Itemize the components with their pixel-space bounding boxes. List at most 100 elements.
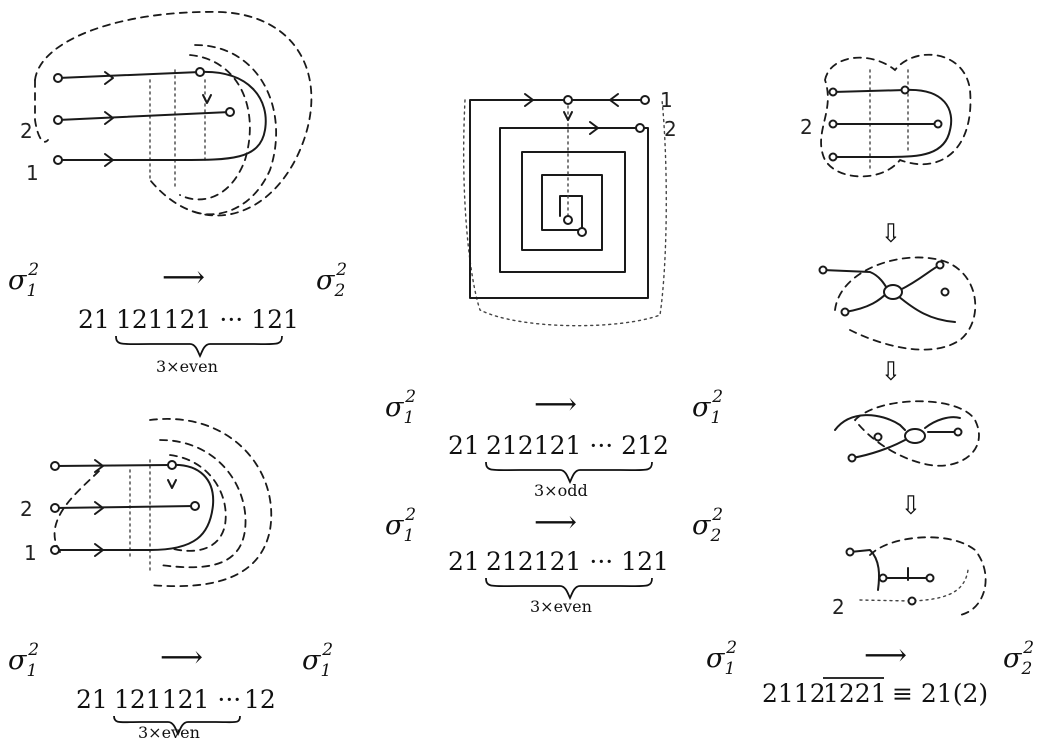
p4-s1-node-e xyxy=(933,119,943,129)
p2-dashed-left xyxy=(53,469,101,553)
p3-r1-word-braced: 212121 ··· 212 xyxy=(486,431,669,460)
p1-node-b xyxy=(53,115,63,125)
p4-s2-strand-1 xyxy=(822,269,889,291)
panel-4-stage-3 xyxy=(834,400,980,467)
p4-s2-strand-2 xyxy=(844,291,889,313)
panel-4-stage-2 xyxy=(818,256,977,351)
p2-node-b xyxy=(50,503,60,513)
p1-node-a xyxy=(53,73,63,83)
p3-r2-to-sigma: σ22 xyxy=(692,505,723,546)
p4-s2-strand-3 xyxy=(899,264,941,291)
p3-node-b xyxy=(563,95,573,105)
p4-s1-strand-label-2: 2 xyxy=(800,115,813,139)
p3-node-a xyxy=(640,95,650,105)
p4-s3-node-c xyxy=(953,427,963,437)
p3-arrowhead-3 xyxy=(589,121,599,135)
p3-r2-brace xyxy=(485,577,653,601)
p4-s2-node-c xyxy=(935,260,945,270)
p1-strand-loop xyxy=(57,70,267,161)
p1-node-c xyxy=(53,155,63,165)
panel-4-caption: σ12 ⟶ σ22 2112 1221 ≡ 21(2) xyxy=(706,638,1034,708)
p2-brace-label: 3×even xyxy=(138,723,200,742)
p4-step-arrow-1: ⇩ xyxy=(880,219,902,249)
p1-dashed-arc-2 xyxy=(179,54,251,201)
p2-arrowhead-3 xyxy=(94,543,104,557)
panel-3-drawing: 1 2 xyxy=(462,88,677,327)
p2-word-suffix: 12 xyxy=(244,685,276,714)
panel-1-caption: σ12 ⟶ σ22 21 121121 ··· 121 3×even xyxy=(8,260,347,376)
p3-node-e xyxy=(577,227,587,237)
p3-r1-to-sigma: σ12 xyxy=(692,387,723,428)
p4-s1-dashed-outline xyxy=(820,53,972,178)
p3-r2-word-prefix: 21 xyxy=(448,547,480,576)
p4-step-arrow-2: ⇩ xyxy=(880,357,902,387)
p4-s1-strand-top xyxy=(832,89,906,93)
p4-s3-node-a xyxy=(873,432,883,442)
p3-node-c xyxy=(635,123,645,133)
p1-word-braced: 121121 ··· 121 xyxy=(116,305,299,334)
p1-arrowhead-1 xyxy=(104,71,114,85)
p1-arrow: ⟶ xyxy=(162,260,205,295)
p3-r2-brace-label: 3×even xyxy=(530,597,592,616)
p1-strand-label-2: 2 xyxy=(20,119,33,143)
panel-3-caption-row-1: σ12 ⟶ σ12 21 212121 ··· 212 3×odd xyxy=(385,387,723,500)
p4-s2-center-node xyxy=(883,284,903,300)
p2-dashed-arc-2 xyxy=(159,439,247,569)
p2-node-e xyxy=(190,501,200,511)
p1-outer-loop xyxy=(34,11,313,217)
p3-arrowhead-down xyxy=(563,111,573,121)
p4-s4-strand-label-2: 2 xyxy=(832,595,845,619)
p1-arrowhead-down xyxy=(202,94,212,104)
p1-to-sigma: σ22 xyxy=(316,260,347,301)
p2-dashed-arc-1 xyxy=(149,418,273,588)
p3-node-d xyxy=(563,215,573,225)
p4-arrow: ⟶ xyxy=(864,638,907,673)
p4-s4-node-a xyxy=(845,547,855,557)
p4-word-plain: 2112 xyxy=(762,679,826,708)
p2-word-braced: 121121 ··· xyxy=(114,685,241,714)
p2-node-c xyxy=(50,545,60,555)
p3-r1-word-prefix: 21 xyxy=(448,431,480,460)
p4-s2-node-a xyxy=(818,265,828,275)
p4-s4-dashed-outline xyxy=(869,536,987,616)
panel-4-stage-4: 2 xyxy=(832,536,987,619)
p2-dashed-arc-3 xyxy=(169,454,227,552)
p4-s2-dashed-outline xyxy=(834,256,977,351)
p4-s3-center-node xyxy=(904,428,926,444)
p3-arrowhead-1 xyxy=(524,93,534,107)
p4-s1-node-a xyxy=(828,87,838,97)
panel-4-stage-1: 2 xyxy=(800,53,972,178)
p3-r2-arrow: ⟶ xyxy=(534,505,577,540)
p2-arrowhead-1 xyxy=(94,459,104,473)
p3-r1-brace-label: 3×odd xyxy=(534,481,588,500)
p4-step-arrow-3: ⇩ xyxy=(900,491,922,521)
p2-from-sigma: σ12 xyxy=(8,640,39,681)
p2-strand-label-1: 1 xyxy=(24,541,37,565)
p4-to-sigma: σ22 xyxy=(1003,638,1034,679)
p2-strand-top xyxy=(54,464,171,467)
p1-node-e xyxy=(225,107,235,117)
p2-word-prefix: 21 xyxy=(76,685,108,714)
panel-3-caption-row-2: σ12 ⟶ σ22 21 212121 ··· 121 3×even xyxy=(385,505,723,616)
p2-arrowhead-down xyxy=(167,479,177,489)
p4-s3-strand-2 xyxy=(851,439,906,459)
p2-node-d xyxy=(167,460,177,470)
p4-s1-node-b xyxy=(828,119,838,129)
p4-s4-strand-1 xyxy=(849,549,880,591)
p3-r1-brace xyxy=(485,461,653,485)
p1-arrowhead-2 xyxy=(104,111,114,125)
p4-s4-node-c xyxy=(925,573,935,583)
p4-s3-dashed-outline xyxy=(854,400,980,467)
p1-brace xyxy=(115,335,283,359)
p1-strand-middle xyxy=(57,111,231,121)
p3-r2-from-sigma: σ12 xyxy=(385,505,416,546)
p1-strand-top xyxy=(57,71,201,79)
p3-arrowhead-2 xyxy=(609,93,619,107)
p4-s1-node-d xyxy=(900,85,910,95)
p4-s4-node-d xyxy=(907,596,917,606)
p4-word-overlined: 1221 xyxy=(823,679,887,708)
p1-brace-label: 3×even xyxy=(156,357,218,376)
p4-s4-dotted-loop xyxy=(859,569,969,602)
p4-s1-strand-loop xyxy=(832,88,953,158)
p4-s2-node-d xyxy=(940,287,950,297)
